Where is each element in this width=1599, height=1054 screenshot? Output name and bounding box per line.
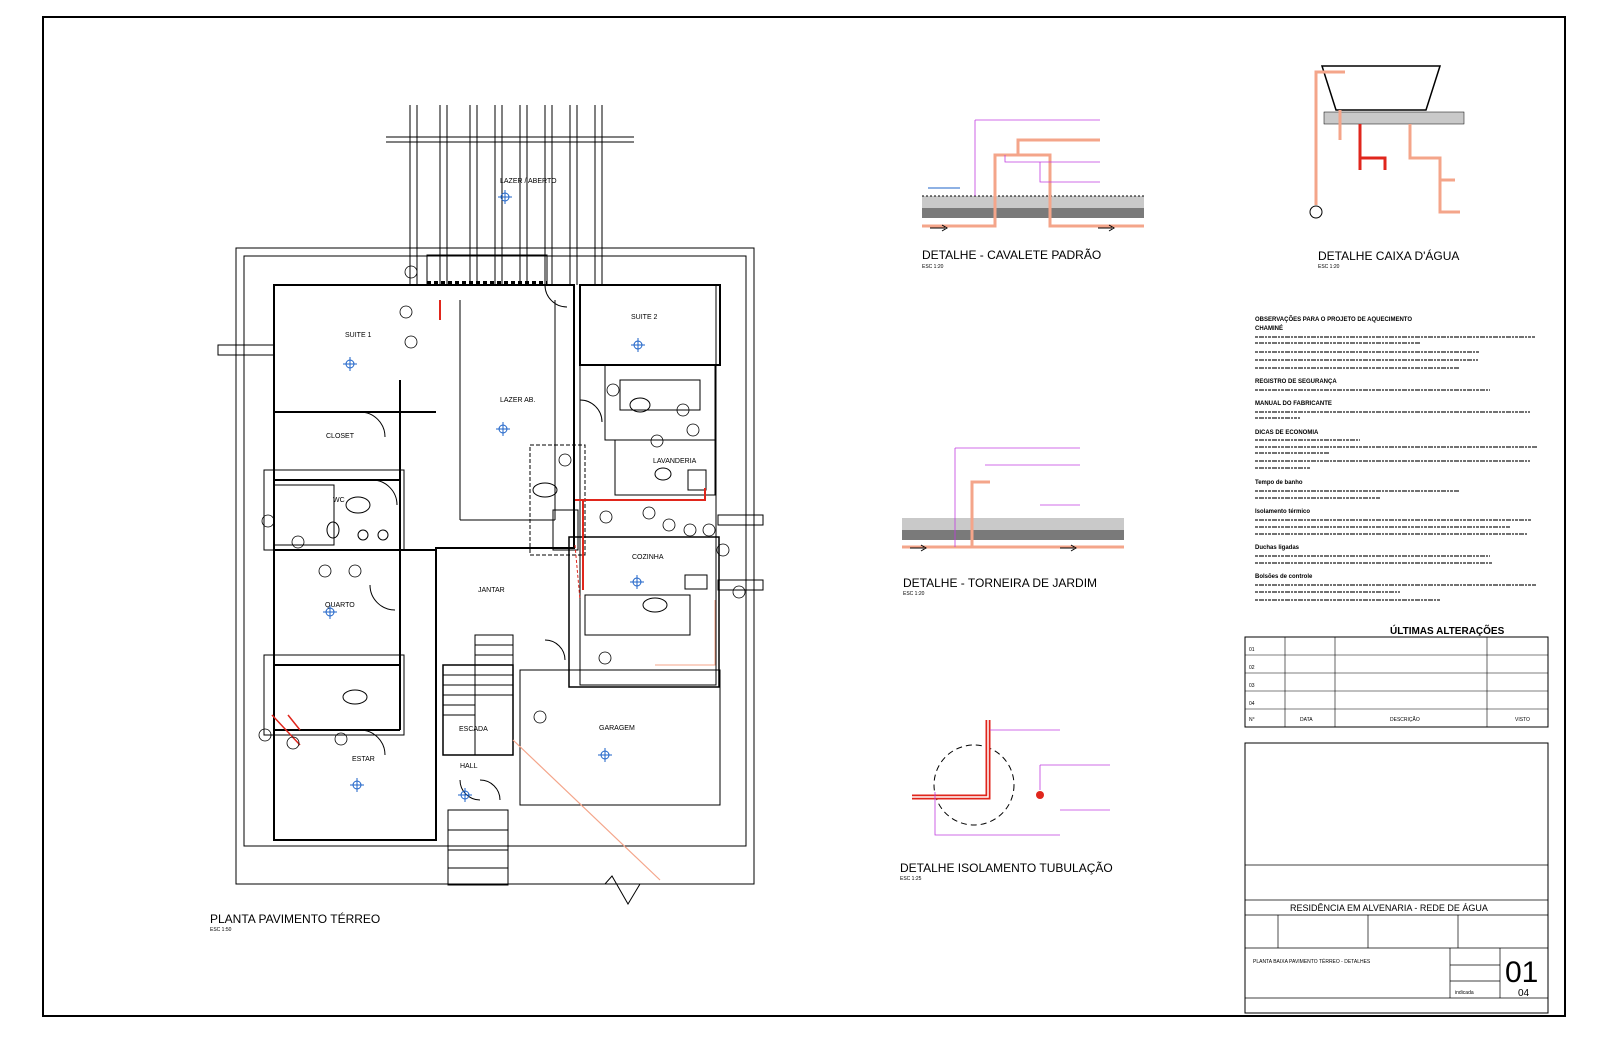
scale-label: indicada: [1455, 990, 1474, 996]
water-lines-plan: [271, 300, 716, 881]
revision-col-no: N°: [1249, 717, 1255, 723]
floor-plan: [217, 105, 764, 905]
revisions-heading: ÚLTIMAS ALTERAÇÕES: [1390, 624, 1505, 637]
room-label: COZINHA: [632, 554, 664, 561]
room-label: JANTAR: [478, 587, 505, 594]
room-label: GARAGEM: [599, 725, 635, 732]
sheet-border: [42, 16, 1566, 1017]
revision-col-date: DATA: [1300, 717, 1313, 723]
detail-title: DETALHE - CAVALETE PADRÃO: [922, 248, 1101, 262]
notes-heading: OBSERVAÇÕES PARA O PROJETO DE AQUECIMENT…: [1255, 316, 1412, 323]
notes-section-title: REGISTRO DE SEGURANÇA: [1255, 379, 1337, 385]
plan-scale: ESC 1:50: [210, 927, 232, 933]
plan-title: PLANTA PAVIMENTO TÉRREO: [210, 911, 380, 926]
detail-cavalete: DETALHE - CAVALETE PADRÃO ESC 1:20: [922, 119, 1144, 270]
detail-scale: ESC 1:20: [903, 591, 925, 597]
room-label: LAZER / ABERTO: [500, 178, 557, 185]
room-label: SUITE 2: [631, 314, 658, 321]
sheet-total: 04: [1518, 988, 1530, 999]
room-label: CLOSET: [326, 433, 355, 440]
revision-row: 04: [1249, 701, 1255, 707]
revision-table: ÚLTIMAS ALTERAÇÕES 01 02 03 04 N° DATA D…: [1244, 624, 1549, 728]
notes-block: OBSERVAÇÕES PARA O PROJETO DE AQUECIMENT…: [1255, 316, 1538, 601]
detail-title: DETALHE CAIXA D'ÁGUA: [1318, 248, 1459, 263]
room-label: SUITE 1: [345, 332, 372, 339]
plot-outline: [235, 247, 755, 885]
revision-row: 03: [1249, 683, 1255, 689]
notes-section-title: Bolsões de controle: [1255, 574, 1313, 580]
project-name: RESIDÊNCIA EM ALVENARIA - REDE DE ÁGUA: [1290, 903, 1488, 913]
pergola: [386, 105, 634, 286]
revision-row: 02: [1249, 665, 1255, 671]
detail-scale: ESC 1:25: [900, 876, 922, 882]
room-label: LAVANDERIA: [653, 458, 697, 465]
sheet-number: 01: [1505, 956, 1538, 989]
drawing-name: PLANTA BAIXA PAVIMENTO TÉRREO - DETALHES: [1253, 958, 1371, 965]
notes-section-title: Duchas ligadas: [1255, 545, 1300, 551]
room-label: LAZER AB.: [500, 397, 535, 404]
notes-section-title: Isolamento térmico: [1255, 509, 1310, 515]
notes-section-title: Tempo de banho: [1255, 480, 1303, 486]
notes-section-title: MANUAL DO FABRICANTE: [1255, 401, 1332, 407]
revision-col-desc: DESCRIÇÃO: [1390, 716, 1420, 723]
title-block: RESIDÊNCIA EM ALVENARIA - REDE DE ÁGUA P…: [1244, 742, 1549, 1014]
room-label: ESCADA: [459, 726, 488, 733]
level-markers: [323, 190, 645, 802]
pipe-callouts: [258, 265, 746, 750]
revision-col-visto: VISTO: [1515, 717, 1530, 723]
detail-title: DETALHE - TORNEIRA DE JARDIM: [903, 576, 1097, 590]
detail-torneira: DETALHE - TORNEIRA DE JARDIM ESC 1:20: [902, 447, 1124, 597]
revision-row: 01: [1249, 647, 1255, 653]
detail-scale: ESC 1:20: [922, 264, 944, 270]
room-label: QUARTO: [325, 602, 355, 609]
room-label: ESTAR: [352, 756, 375, 763]
room-labels: LAZER / ABERTO SUITE 1 SUITE 2 CLOSET WC…: [325, 178, 697, 770]
room-label: WC: [333, 497, 345, 504]
room-label: HALL: [460, 763, 478, 770]
notes-section-title: CHAMINÉ: [1255, 324, 1283, 332]
detail-caixa: DETALHE CAIXA D'ÁGUA ESC 1:20: [1309, 65, 1465, 270]
detail-scale: ESC 1:20: [1318, 264, 1340, 270]
detail-title: DETALHE ISOLAMENTO TUBULAÇÃO: [900, 861, 1113, 875]
detail-isolamento: DETALHE ISOLAMENTO TUBULAÇÃO ESC 1:25: [900, 720, 1113, 882]
notes-section-title: DICAS DE ECONOMIA: [1255, 430, 1319, 436]
